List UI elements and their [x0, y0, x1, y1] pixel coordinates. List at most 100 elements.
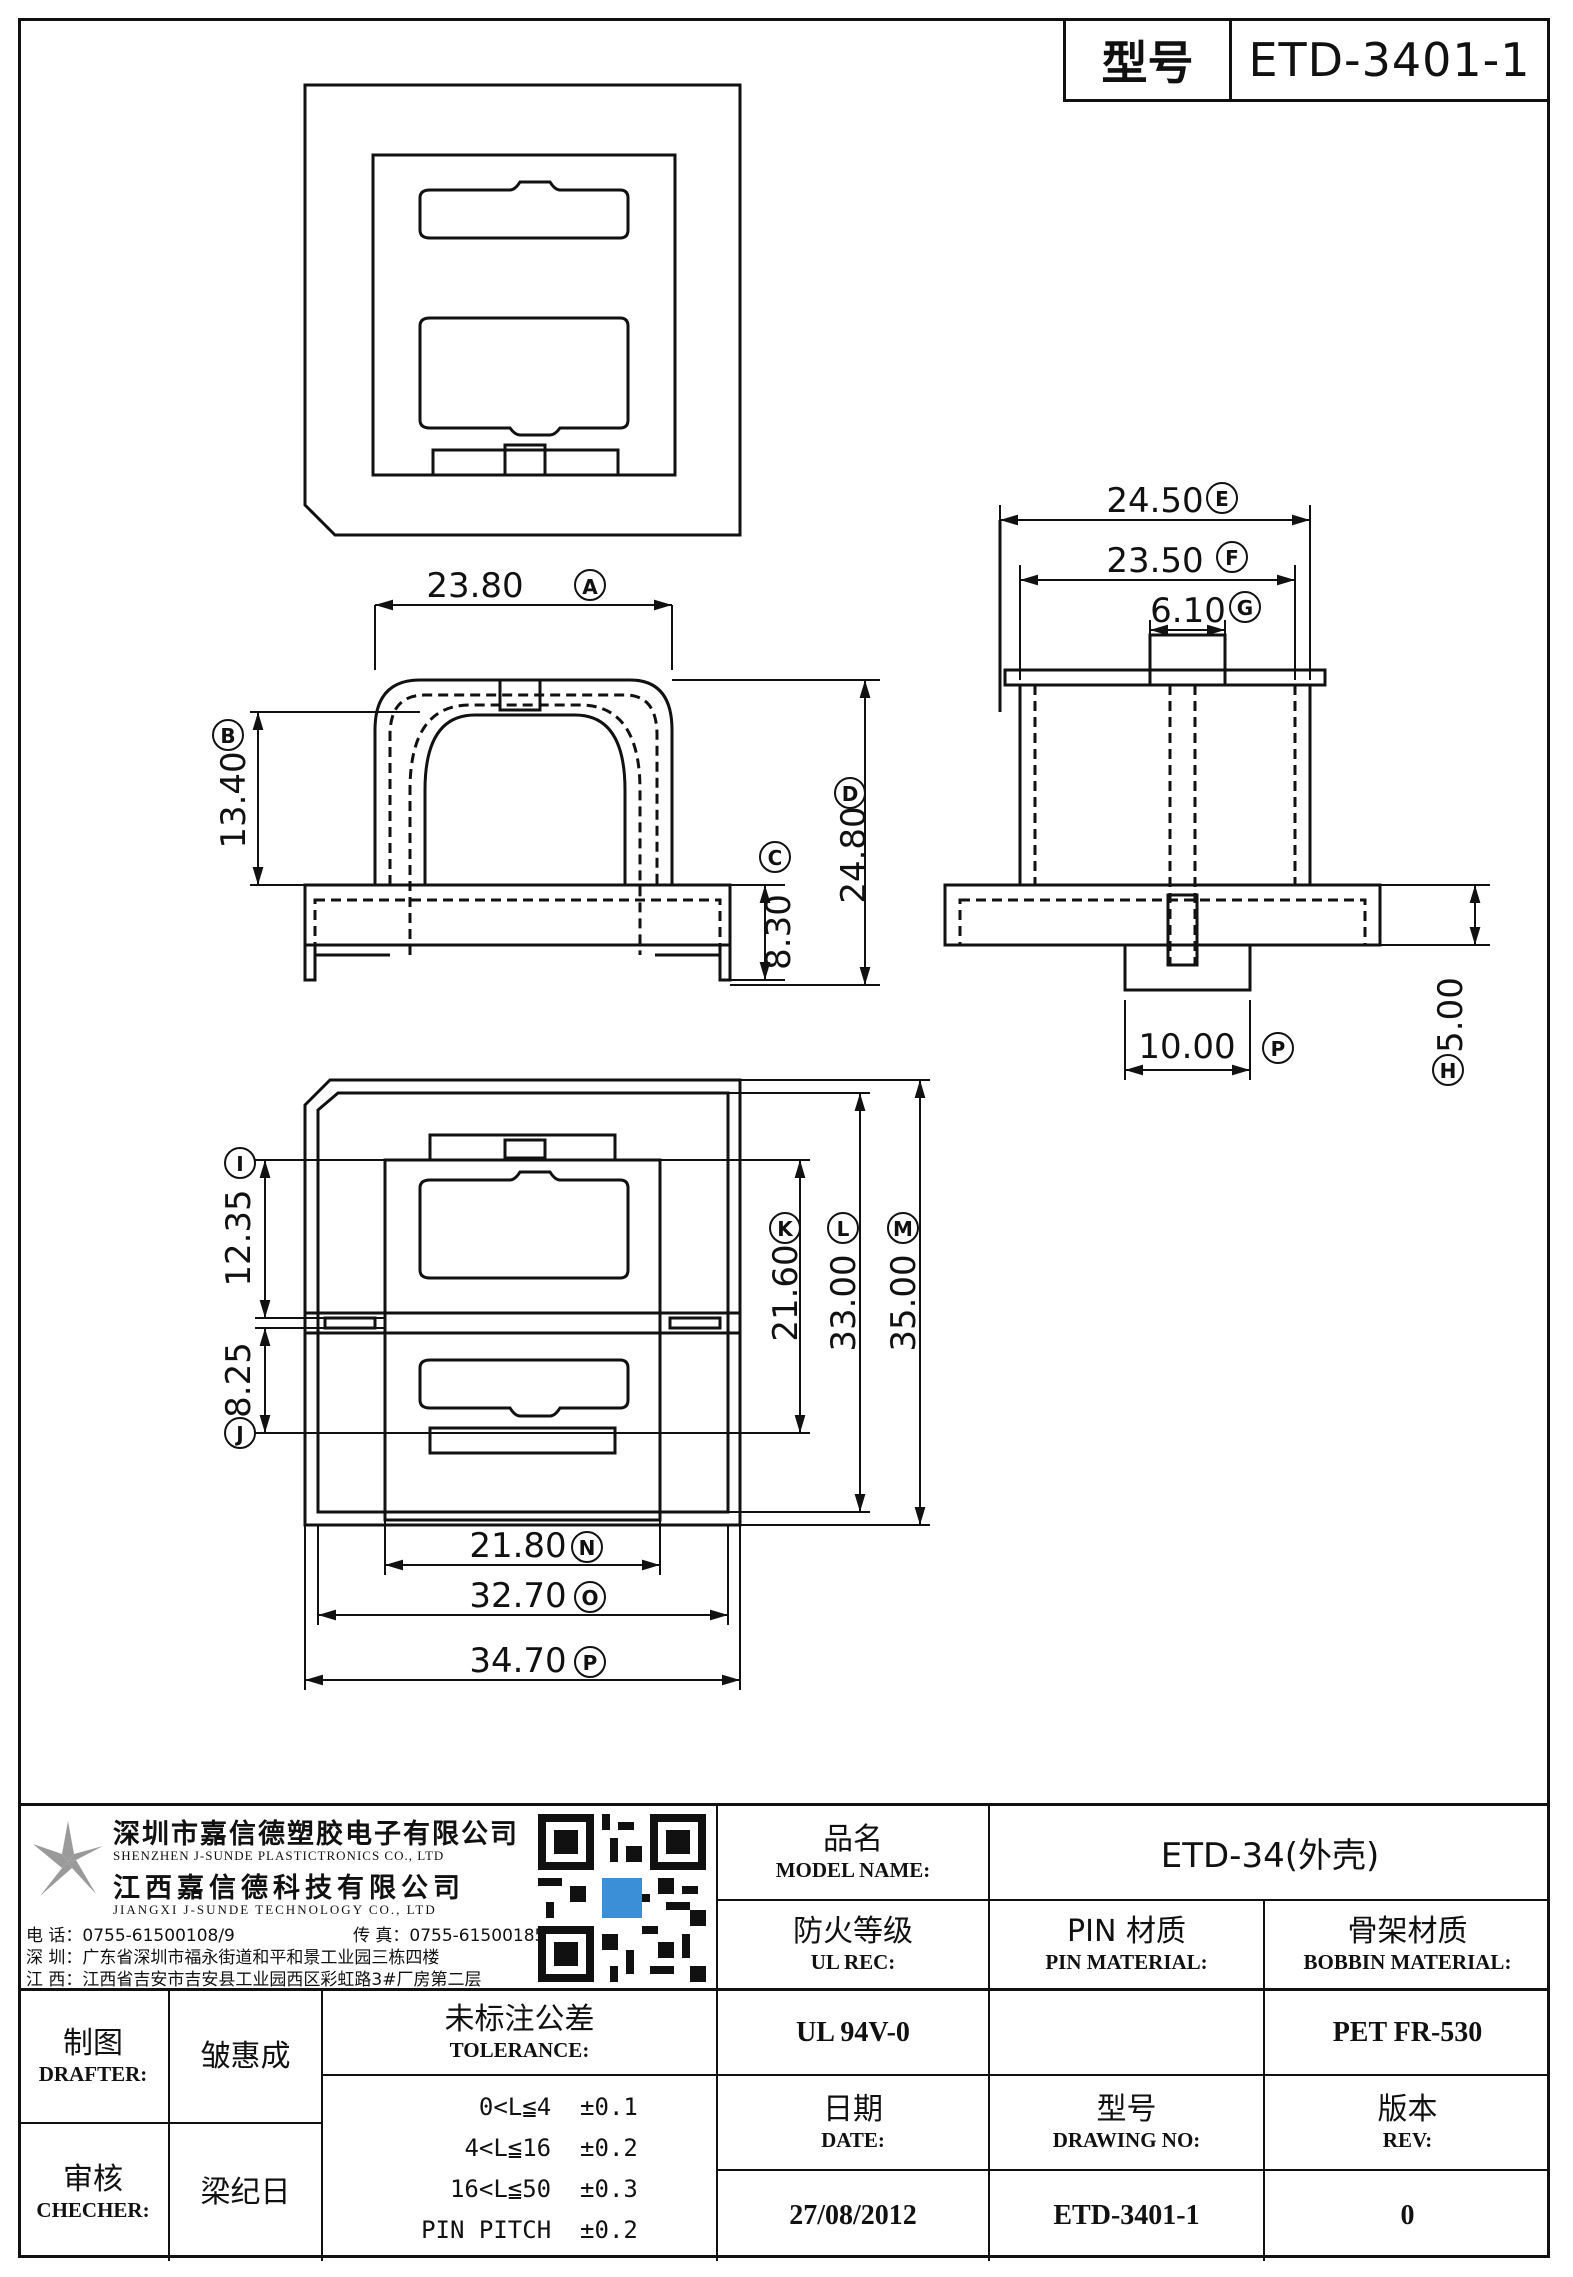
- tolerance-row: 0<L≦4 ±0.1: [478, 2093, 638, 2121]
- bobbin-material-label-en: BOBBIN MATERIAL:: [1303, 1950, 1512, 1974]
- pin-material-value-cell: [990, 1991, 1265, 2076]
- model-value: ETD-3401-1: [1248, 33, 1531, 87]
- dim-F-value: 23.50: [1106, 541, 1203, 581]
- dim-C-value: 8.30: [759, 894, 799, 970]
- front-view: [303, 678, 732, 982]
- bottom-view: [303, 1078, 742, 1527]
- bobbin-material-value: PET FR-530: [1332, 2016, 1483, 2048]
- dim-G-value: 6.10: [1150, 591, 1226, 631]
- ul-label: 防火等级: [793, 1914, 913, 1949]
- dim-C-tag: C: [768, 846, 783, 870]
- rev-value-cell: 0: [1265, 2171, 1550, 2261]
- tolerance-row: 16<L≦50 ±0.3: [449, 2175, 638, 2203]
- date-value-cell: 27/08/2012: [718, 2171, 990, 2261]
- checker-value: 梁纪日: [200, 2174, 291, 2210]
- drawing-no-label-en: DRAWING NO:: [1052, 2128, 1201, 2152]
- dim-L-value: 33.00: [824, 1254, 864, 1351]
- pin-material-label: PIN 材质: [1067, 1914, 1186, 1949]
- dim-F-tag: F: [1225, 546, 1239, 570]
- model-name-label-cell: 品名 MODEL NAME:: [718, 1806, 990, 1901]
- dim-L-tag: L: [837, 1217, 850, 1241]
- qr-code-icon: [538, 1814, 706, 1982]
- model-name-value: ETD-34(外壳): [1160, 1836, 1380, 1876]
- dim-P-side-value: 10.00: [1138, 1027, 1235, 1067]
- tolerance-label: 未标注公差: [444, 2002, 595, 2037]
- dim-E-value: 24.50: [1106, 481, 1203, 521]
- date-label-en: DATE:: [821, 2128, 885, 2152]
- ul-value-cell: UL 94V-0: [718, 1991, 990, 2076]
- ul-label-en: UL REC:: [810, 1950, 896, 1974]
- drafter-value: 皱惠成: [200, 2038, 291, 2074]
- dim-O-value: 32.70: [469, 1576, 566, 1616]
- dim-H-value: 5.00: [1431, 977, 1471, 1053]
- tolerance-table: 0<L≦4 ±0.1 4<L≦16 ±0.2 16<L≦50 ±0.3 PIN …: [323, 2076, 718, 2261]
- bobbin-material-label-cell: 骨架材质 BOBBIN MATERIAL:: [1265, 1901, 1550, 1991]
- date-label-cell: 日期 DATE:: [718, 2076, 990, 2171]
- company-name-sz: 深圳市嘉信德塑胶电子有限公司: [113, 1819, 519, 1850]
- drafter-value-cell: 皱惠成: [170, 1991, 323, 2124]
- tolerance-label-en: TOLERANCE:: [449, 2038, 590, 2062]
- drafter-label: 制图: [63, 2026, 123, 2061]
- company-name-jx-en: JIANGXI J-SUNDE TECHNOLOGY CO., LTD: [113, 1902, 437, 1917]
- top-view: [303, 83, 742, 537]
- dim-D-tag: D: [842, 782, 859, 806]
- company-phone: 电 话：0755-61500108/9: [26, 1926, 235, 1946]
- dim-P-tag: P: [583, 1651, 598, 1675]
- tolerance-label-cell: 未标注公差 TOLERANCE:: [323, 1991, 718, 2076]
- drafter-label-cell: 制图 DRAFTER:: [18, 1991, 170, 2124]
- bobbin-material-value-cell: PET FR-530: [1265, 1991, 1550, 2076]
- company-address-sz: 深 圳：广东省深圳市福永街道和平和景工业园三栋四楼: [26, 1948, 440, 1968]
- rev-value: 0: [1400, 2200, 1415, 2231]
- drawing-no-label: 型号: [1096, 2092, 1157, 2127]
- pin-material-label-en: PIN MATERIAL:: [1045, 1950, 1208, 1974]
- model-name-value-cell: ETD-34(外壳): [990, 1806, 1550, 1901]
- dim-J-value: 8.25: [219, 1342, 259, 1418]
- dim-D-value: 24.80: [834, 806, 874, 903]
- drawing-frame: [18, 18, 1550, 2258]
- model-name-label-en: MODEL NAME:: [775, 1858, 931, 1882]
- dim-O-tag: O: [581, 1586, 598, 1610]
- checker-label-cell: 审核 CHECHER:: [18, 2124, 170, 2261]
- dim-A-tag: A: [582, 575, 598, 599]
- dim-H-tag: H: [1440, 1059, 1457, 1083]
- model-name-label: 品名: [823, 1822, 883, 1857]
- checker-label: 审核: [63, 2162, 123, 2197]
- dim-B-tag: B: [220, 724, 235, 748]
- bobbin-material-label: 骨架材质: [1347, 1914, 1468, 1949]
- model-label: 型号: [1066, 21, 1232, 99]
- dim-N-value: 21.80: [469, 1526, 566, 1566]
- ul-label-cell: 防火等级 UL REC:: [718, 1901, 990, 1991]
- dim-N-tag: N: [579, 1536, 596, 1560]
- rev-label-cell: 版本 REV:: [1265, 2076, 1550, 2171]
- company-name-jx: 江西嘉信德科技有限公司: [113, 1873, 465, 1904]
- dim-E-tag: E: [1215, 487, 1229, 511]
- technical-drawing: 23.80 A 13.40 B 8.30 C 24.80 D 24.50 E 2…: [212, 83, 1490, 1690]
- dim-M-tag: M: [893, 1217, 913, 1241]
- dim-B-value: 13.40: [214, 751, 254, 848]
- drawing-no-value-cell: ETD-3401-1: [990, 2171, 1265, 2261]
- dim-I-tag: I: [236, 1152, 243, 1176]
- dim-P-side-tag: P: [1271, 1037, 1286, 1061]
- company-info: 深圳市嘉信德塑胶电子有限公司 SHENZHEN J-SUNDE PLASTICT…: [18, 1806, 718, 1991]
- rev-label: 版本: [1377, 2092, 1438, 2127]
- ul-value: UL 94V-0: [796, 2016, 910, 2048]
- company-logo: [33, 1821, 103, 1896]
- rev-label-en: REV:: [1382, 2128, 1433, 2152]
- drafter-label-en: DRAFTER:: [38, 2062, 148, 2086]
- dim-K-value: 21.60: [766, 1244, 806, 1341]
- company-address-jx: 江 西：江西省吉安市吉安县工业园西区彩虹路3#厂房第二层: [26, 1970, 482, 1990]
- tolerance-row: PIN PITCH ±0.2: [421, 2216, 638, 2244]
- dim-M-value: 35.00: [884, 1254, 924, 1351]
- model-number-box: 型号 ETD-3401-1: [1063, 18, 1550, 102]
- title-block: 深圳市嘉信德塑胶电子有限公司 SHENZHEN J-SUNDE PLASTICT…: [18, 1803, 1550, 2261]
- date-label: 日期: [823, 2092, 883, 2127]
- pin-material-label-cell: PIN 材质 PIN MATERIAL:: [990, 1901, 1265, 1991]
- drawing-no-value: ETD-3401-1: [1053, 2200, 1200, 2231]
- checker-label-en: CHECHER:: [36, 2198, 150, 2222]
- dim-K-tag: K: [777, 1217, 794, 1241]
- checker-value-cell: 梁纪日: [170, 2124, 323, 2261]
- dim-G-tag: G: [1237, 596, 1253, 620]
- dim-I-value: 12.35: [219, 1189, 259, 1286]
- date-value: 27/08/2012: [789, 2200, 917, 2231]
- drawing-no-label-cell: 型号 DRAWING NO:: [990, 2076, 1265, 2171]
